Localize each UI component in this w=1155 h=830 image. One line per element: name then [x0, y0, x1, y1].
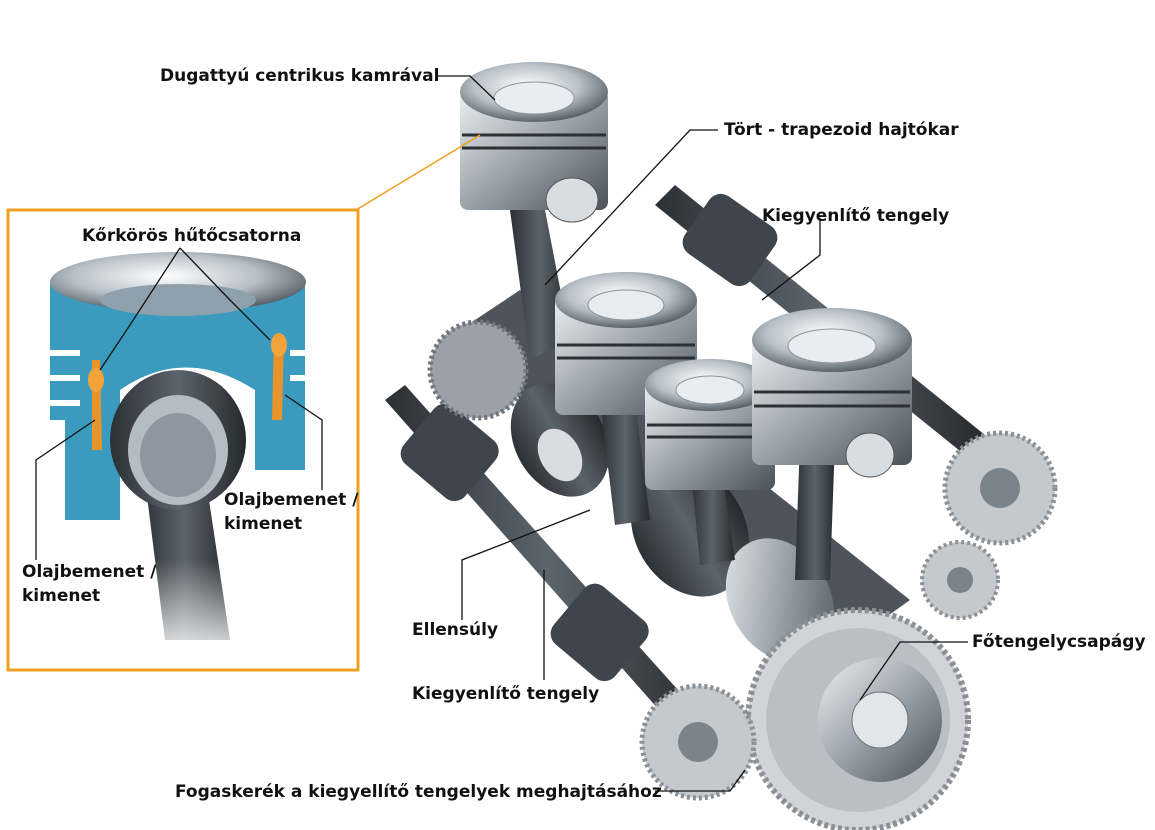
piston-illustration	[460, 62, 912, 490]
inset-frame	[6, 208, 360, 672]
label-gear-drive: Fogaskerék a kiegyellítő tengelyek megha…	[175, 782, 662, 802]
gear-illustration	[427, 319, 1058, 830]
leader-lines	[35, 75, 968, 792]
piston-section-illustration	[11, 252, 353, 665]
label-oil-inout-left-line2: kimenet	[22, 586, 101, 606]
label-oil-inout-left-line1: Olajbemenet /	[22, 562, 157, 582]
label-main-bearing: Főtengelycsapágy	[972, 632, 1146, 652]
label-piston-chamber: Dugattyú centrikus kamrával	[160, 66, 440, 86]
label-cooling-channel: Kőrkörös hűtőcsatorna	[82, 226, 302, 246]
label-oil-inout-right-line2: kimenet	[224, 514, 303, 534]
label-conrod: Tört - trapezoid hajtókar	[724, 120, 959, 140]
label-balance-shaft-rear: Kiegyenlítő tengely	[762, 206, 950, 226]
inset-connector-line	[355, 134, 481, 211]
label-oil-inout-right-line1: Olajbemenet /	[224, 490, 359, 510]
label-counterweight: Ellensúly	[412, 620, 499, 640]
label-balance-shaft-front: Kiegyenlítő tengely	[412, 684, 600, 704]
